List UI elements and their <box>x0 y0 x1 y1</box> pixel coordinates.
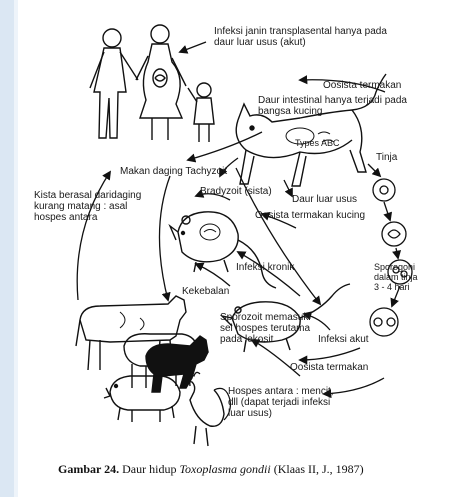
intermediate-hosts-illustration <box>76 296 230 446</box>
label-ookista-termakan-kucing: Oosista termakan kucing <box>255 210 365 221</box>
caption-species: Toxoplasma gondii <box>179 462 270 476</box>
label-makan-daging: Makan daging Tachyzoit <box>120 166 227 177</box>
label-sporozoit: Sporozoit memasuki sel hospes terutama p… <box>220 312 311 345</box>
caption-text: Daur hidup <box>119 462 179 476</box>
label-kista-berasal: Kista berasal daridaging kurang matang :… <box>34 190 141 223</box>
label-tinja: Tinja <box>376 152 397 163</box>
label-ookista-termakan-top: Oosista termakan <box>323 80 401 91</box>
oocyst-stages <box>370 179 412 336</box>
label-ookista-termakan-bottom: Oosista termakan <box>290 362 368 373</box>
mouse-illustration <box>170 212 276 288</box>
label-sporogoni: Sporogoni dalam tinja 3 - 4 hari <box>374 262 418 292</box>
label-daur-intestinal: Daur intestinal hanya terjadi pada bangs… <box>258 95 407 117</box>
label-daur-luar-usus: Daur luar usus <box>292 194 357 205</box>
label-infeksi-janin: Infeksi janin transplasental hanya pada … <box>214 26 387 48</box>
label-hospes-antara: Hospes antara : mencit, dll (dapat terja… <box>228 386 334 419</box>
label-bradyzoit: Bradyzoit (sista) <box>200 186 272 197</box>
label-types: Types ABC <box>295 138 340 149</box>
caption-prefix: Gambar 24. <box>58 462 119 476</box>
label-kekebalan: Kekebalan <box>182 286 229 297</box>
label-infeksi-akut: Infeksi akut <box>318 334 369 345</box>
figure-caption: Gambar 24. Daur hidup Toxoplasma gondii … <box>58 462 364 476</box>
human-family-illustration <box>90 25 214 142</box>
caption-suffix: (Klaas II, J., 1987) <box>271 462 364 476</box>
label-infeksi-kronik: Infeksi kronik <box>236 262 294 273</box>
